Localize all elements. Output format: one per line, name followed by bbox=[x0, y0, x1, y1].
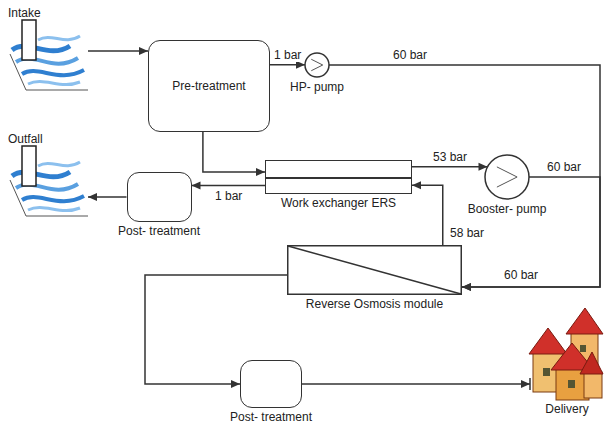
terminator-bar bbox=[529, 378, 531, 390]
node-label: HP- pump bbox=[280, 80, 354, 94]
process-box: Post- treatment bbox=[219, 360, 323, 424]
node-shape bbox=[8, 146, 88, 221]
arrow-head bbox=[139, 47, 148, 55]
node-label: Work exchanger ERS bbox=[263, 196, 414, 210]
pressure-label: 60 bar bbox=[545, 160, 583, 174]
arrow-head bbox=[256, 168, 265, 176]
membrane-module: Reverse Osmosis module bbox=[285, 245, 464, 311]
node-label: Pre-treatment bbox=[172, 79, 245, 93]
flow-arrow bbox=[412, 163, 488, 171]
pressure-label: 1 bar bbox=[272, 48, 303, 62]
node-shape bbox=[8, 20, 88, 92]
node-label: Reverse Osmosis module bbox=[285, 297, 464, 311]
pump-circle bbox=[485, 155, 529, 199]
shape-outline bbox=[287, 245, 462, 295]
shape-outline bbox=[484, 154, 530, 200]
pressure-label: 58 bar bbox=[448, 226, 486, 240]
pump-symbol: Booster- pump bbox=[455, 154, 559, 216]
pump-circle bbox=[305, 53, 329, 77]
flow-line bbox=[302, 383, 530, 385]
membrane-line bbox=[288, 246, 461, 294]
arrow-head bbox=[192, 182, 201, 190]
delivery-site: Delivery bbox=[528, 305, 605, 416]
pressure-label: 60 bar bbox=[502, 268, 540, 282]
outfall-water bbox=[10, 146, 88, 216]
node-label: Post- treatment bbox=[219, 410, 323, 424]
flow-arrow bbox=[88, 193, 127, 201]
node-shape bbox=[240, 360, 302, 408]
intake-water bbox=[10, 20, 88, 90]
pressure-label: 60 bar bbox=[391, 48, 429, 62]
node-label: Outfall bbox=[8, 132, 98, 146]
flow-line bbox=[412, 166, 488, 168]
flow-arrow bbox=[203, 132, 265, 176]
node-label: Intake bbox=[8, 6, 98, 20]
node-shape bbox=[127, 172, 192, 222]
flow-arrow bbox=[412, 181, 443, 245]
exchanger-box: Work exchanger ERS bbox=[263, 160, 414, 210]
arrow-head bbox=[88, 193, 97, 201]
exchanger-divider bbox=[266, 177, 411, 179]
arrow-head bbox=[462, 283, 471, 291]
outfall-site: Outfall bbox=[8, 132, 98, 221]
intake-site: Intake bbox=[8, 6, 98, 92]
pump-mark bbox=[497, 167, 517, 187]
flow-arrow bbox=[270, 61, 305, 69]
node-shape bbox=[265, 160, 412, 194]
node-shape bbox=[484, 154, 530, 200]
flow-arrow bbox=[88, 47, 148, 55]
node-shape bbox=[304, 52, 330, 78]
houses bbox=[529, 308, 603, 400]
flow-line bbox=[203, 132, 265, 172]
node-shape: Pre-treatment bbox=[148, 40, 270, 132]
flow-arrow bbox=[302, 378, 530, 390]
arrow-head bbox=[231, 380, 240, 388]
flow-line bbox=[412, 185, 443, 245]
node-label: Delivery bbox=[528, 402, 605, 416]
pressure-label: 1 bar bbox=[213, 189, 244, 203]
node-label: Booster- pump bbox=[455, 202, 559, 216]
arrow-head bbox=[412, 181, 421, 189]
node-shape bbox=[530, 305, 604, 400]
process-box: Pre-treatment bbox=[148, 40, 270, 132]
flow-line bbox=[192, 185, 266, 187]
shape-outline bbox=[304, 52, 330, 78]
module-outline bbox=[288, 246, 462, 295]
node-shape bbox=[287, 245, 462, 295]
arrow-head bbox=[296, 61, 305, 69]
process-box: Post- treatment bbox=[102, 172, 216, 238]
pressure-label: 53 bar bbox=[431, 150, 469, 164]
node-label: Post- treatment bbox=[102, 224, 216, 238]
pump-mark bbox=[311, 59, 322, 70]
arrow-head bbox=[462, 283, 471, 291]
arrow-head bbox=[521, 380, 530, 388]
